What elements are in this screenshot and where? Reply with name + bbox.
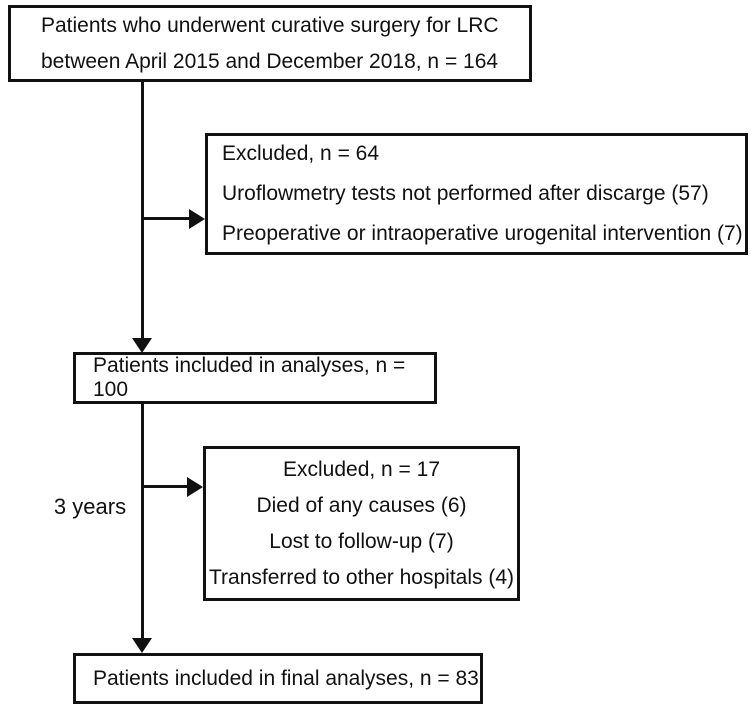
connector-branch-2 <box>141 485 187 488</box>
excluded1-title: Excluded, n = 64 <box>222 142 380 165</box>
excluded2-title: Excluded, n = 17 <box>282 457 441 481</box>
excluded-second-box: Excluded, n = 17 Died of any causes (6) … <box>203 446 520 601</box>
enrolled-line-2: between April 2015 and December 2018, n … <box>41 49 499 73</box>
arrow-right-icon <box>187 477 203 497</box>
arrow-down-icon <box>132 638 152 653</box>
excluded2-item-3: Transferred to other hospitals (4) <box>208 565 515 589</box>
excluded1-item-1: Uroflowmetry tests not performed after d… <box>222 182 709 205</box>
arrow-down-icon <box>132 338 152 353</box>
included-analyses-box: Patients included in analyses, n = 100 <box>73 352 437 404</box>
connector-branch-1 <box>141 217 192 220</box>
final-analyses-box: Patients included in final analyses, n =… <box>73 653 483 704</box>
final-label: Patients included in final analyses, n =… <box>93 666 479 690</box>
connector-vertical-1 <box>141 81 144 338</box>
enrolled-line-1: Patients who underwent curative surgery … <box>41 13 499 37</box>
excluded2-item-1: Died of any causes (6) <box>256 493 467 517</box>
arrow-right-icon <box>189 209 205 229</box>
excluded-first-box: Excluded, n = 64 Uroflowmetry tests not … <box>205 133 748 255</box>
excluded2-item-2: Lost to follow-up (7) <box>269 529 454 553</box>
included-label: Patients included in analyses, n = 100 <box>93 354 406 401</box>
enrolled-patients-box: Patients who underwent curative surgery … <box>8 5 532 82</box>
followup-duration-label: 3 years <box>53 494 127 519</box>
connector-vertical-2 <box>141 404 144 638</box>
excluded1-item-2: Preoperative or intraoperative urogenita… <box>222 222 743 245</box>
